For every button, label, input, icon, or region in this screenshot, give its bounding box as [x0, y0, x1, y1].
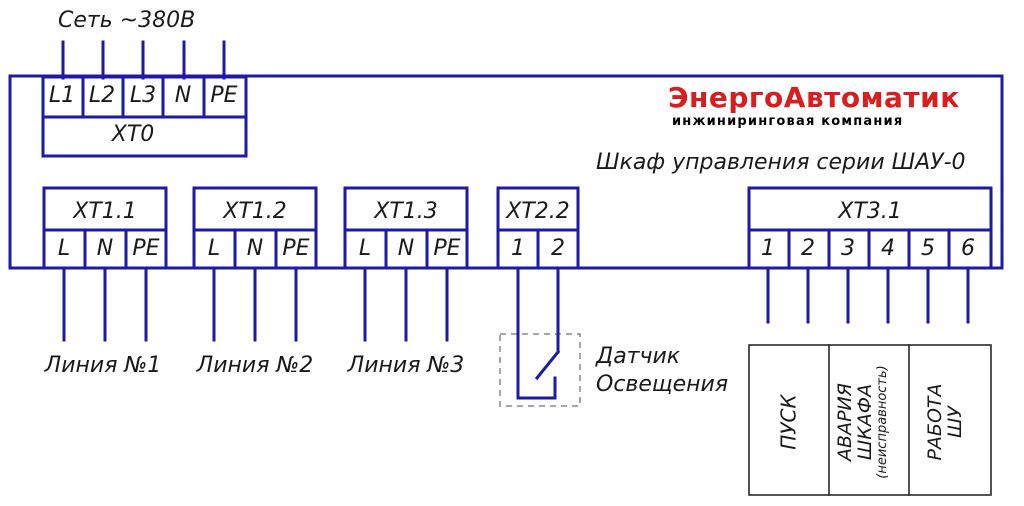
xt11-terminal-row [42, 228, 168, 270]
sensor-contact [534, 349, 561, 381]
wiring-layer [8, 40, 1004, 496]
sensor-dashed-frame [499, 333, 581, 407]
signal-table [748, 344, 992, 496]
xt0-terminal-row [41, 75, 248, 119]
xt0-title-box [41, 115, 248, 158]
xt12-title-box [192, 186, 318, 232]
xt13-title-box [343, 186, 469, 232]
xt22-title-box [496, 186, 580, 232]
xt11-title-box [42, 186, 168, 232]
xt31-title-box [747, 186, 993, 232]
cabinet-outline [8, 74, 1004, 270]
xt12-terminal-row [192, 228, 318, 270]
xt13-terminal-row [343, 228, 469, 270]
